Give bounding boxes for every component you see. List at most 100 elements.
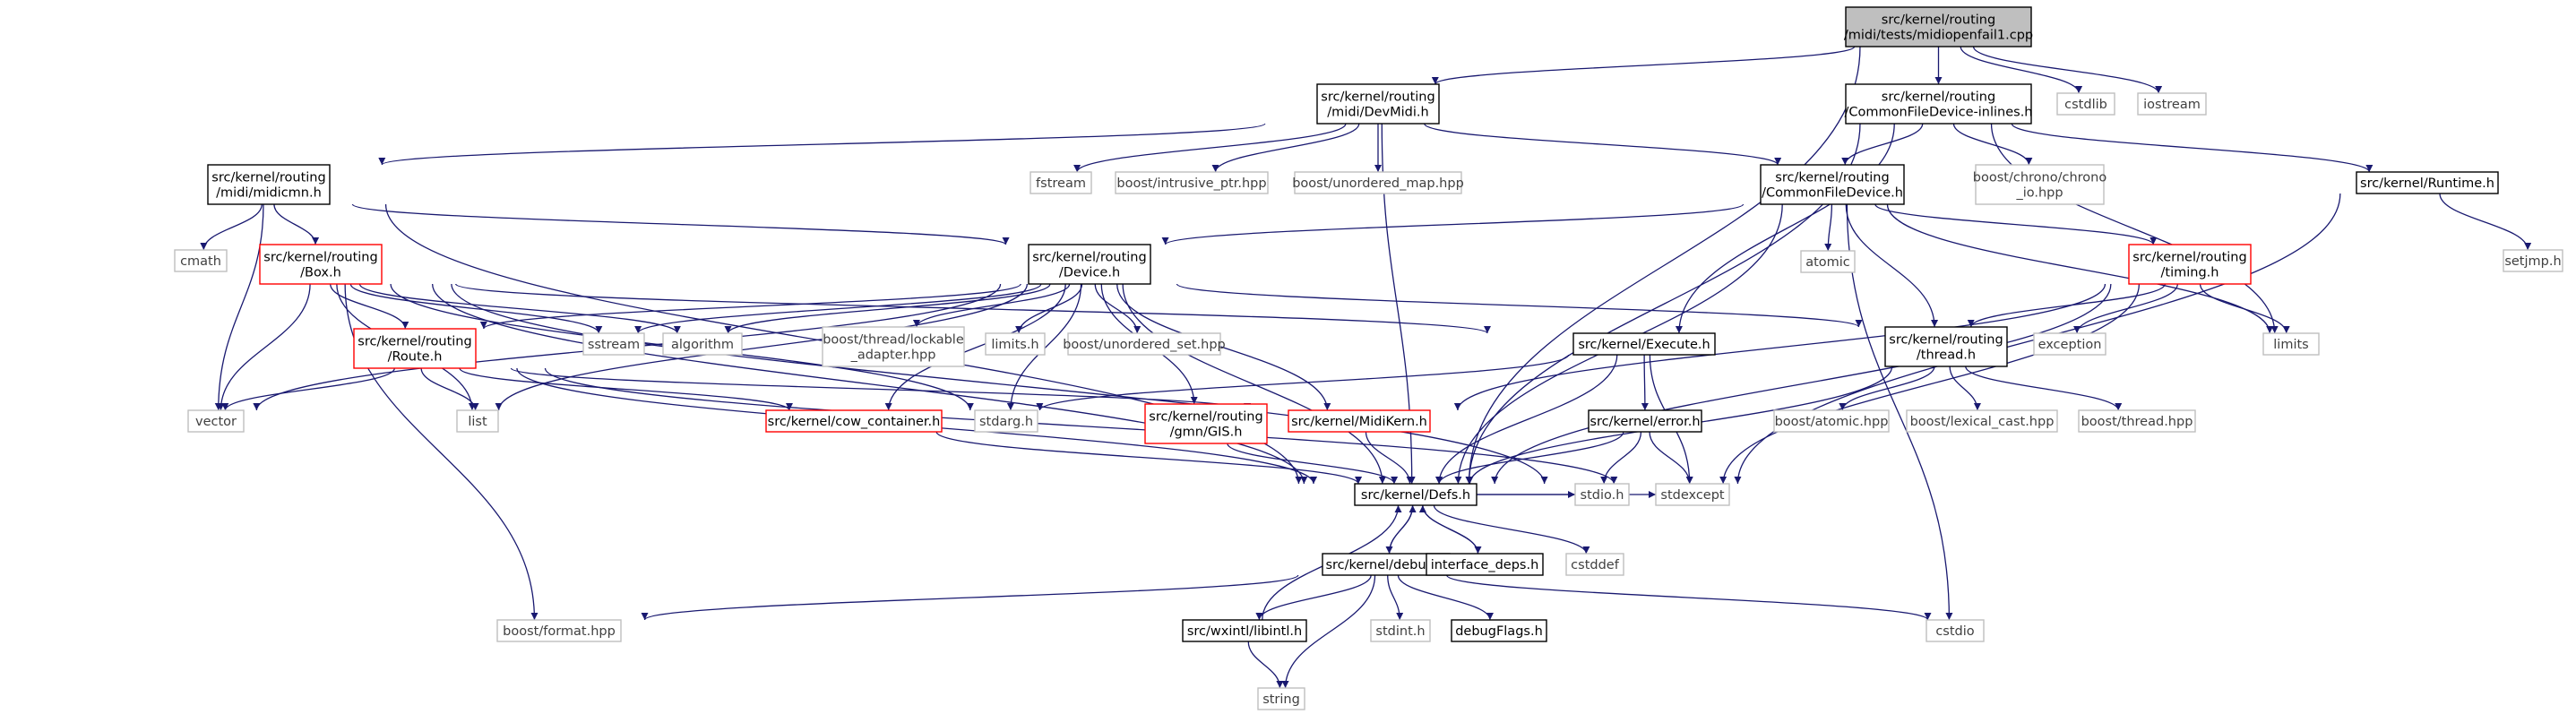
node-box	[2128, 244, 2252, 285]
edge-timing-to-thread	[1967, 283, 2166, 328]
edge-cfd-to-limits	[1886, 203, 2274, 334]
node-label: src/kernel/routing	[263, 251, 377, 265]
node-midikern[interactable]: src/kernel/MidiKern.h	[1288, 409, 1431, 433]
node-stdint[interactable]: stdint.h	[1370, 619, 1431, 642]
node-dbgflags[interactable]: debugFlags.h	[1451, 619, 1547, 642]
node-box	[1288, 409, 1431, 433]
node-batomic[interactable]: boost/atomic.hpp	[1773, 409, 1890, 433]
node-bformat[interactable]: boost/format.hpp	[496, 619, 622, 642]
node-thread[interactable]: src/kernel/routing/thread.h	[1884, 326, 2008, 367]
node-fstream[interactable]: fstream	[1030, 171, 1092, 194]
node-box	[2262, 332, 2320, 356]
node-devmidi[interactable]: src/kernel/routing/midi/DevMidi.h	[1316, 83, 1440, 125]
edge-box-to-stdio	[451, 283, 1548, 485]
node-box	[1906, 409, 2058, 433]
edge-root-to-iostream	[1972, 46, 2163, 94]
node-label: algorithm	[671, 338, 734, 352]
node-cstdlib[interactable]: cstdlib	[2056, 92, 2115, 116]
edge-thread-to-lexcast	[1949, 366, 1981, 411]
node-stdio[interactable]: stdio.h	[1574, 483, 1630, 506]
node-box	[1182, 619, 1307, 642]
node-cstddef[interactable]: cstddef	[1565, 553, 1624, 576]
edge-cfd-to-atomic	[1824, 203, 1833, 252]
node-lockable[interactable]: boost/thread/lockable_adapter.hpp	[822, 326, 965, 367]
edge-device-to-list	[495, 283, 1028, 411]
node-route[interactable]: src/kernel/routing/Route.h	[353, 328, 477, 369]
node-device[interactable]: src/kernel/routing/Device.h	[1028, 244, 1151, 285]
node-error[interactable]: src/kernel/error.h	[1588, 409, 1702, 433]
edge-midikern-to-defs	[1365, 431, 1414, 485]
node-intrusive[interactable]: boost/intrusive_ptr.hpp	[1115, 171, 1269, 194]
node-cow[interactable]: src/kernel/cow_container.h	[765, 409, 943, 433]
node-stdarg[interactable]: stdarg.h	[974, 409, 1038, 433]
node-timing[interactable]: src/kernel/routing/timing.h	[2128, 244, 2252, 285]
node-box	[1588, 409, 1702, 433]
node-box	[2137, 92, 2207, 116]
edge-device-to-sstream	[634, 283, 1042, 334]
node-label: interface_deps.h	[1431, 558, 1539, 572]
node-box	[1370, 619, 1431, 642]
node-cfd_inl[interactable]: src/kernel/routing/CommonFileDevice-inli…	[1844, 83, 2033, 125]
edge-device-to-algorithm	[724, 283, 1051, 334]
node-sstream[interactable]: sstream	[582, 332, 645, 356]
edge-cfd-to-device	[1161, 203, 1745, 245]
edge-error-to-stdexcept	[1649, 431, 1693, 485]
node-bthread[interactable]: boost/thread.hpp	[2078, 409, 2196, 433]
node-limits[interactable]: limits	[2262, 332, 2320, 356]
node-label: /timing.h	[2161, 266, 2219, 280]
node-box	[2056, 92, 2115, 116]
node-limits_h[interactable]: limits.h	[985, 332, 1046, 356]
edge-cfd_inl-to-chrono	[1952, 123, 2033, 166]
node-label: src/kernel/routing	[1775, 171, 1889, 185]
node-midicmn[interactable]: src/kernel/routing/midi/midicmn.h	[207, 164, 331, 205]
node-exception[interactable]: exception	[2033, 332, 2106, 356]
node-root[interactable]: src/kernel/routing/midi/tests/midiopenfa…	[1844, 6, 2033, 47]
node-atomic[interactable]: atomic	[1800, 250, 1856, 273]
node-label: boost/chrono/chrono	[1973, 171, 2107, 185]
node-label: src/kernel/Runtime.h	[2360, 176, 2494, 191]
node-label: limits	[2273, 338, 2308, 352]
node-cmath[interactable]: cmath	[174, 249, 228, 272]
node-unord_set[interactable]: boost/unordered_set.hpp	[1063, 332, 1226, 356]
edge-debug-to-string	[1281, 574, 1376, 689]
node-algorithm[interactable]: algorithm	[662, 332, 743, 356]
node-ifacedeps[interactable]: interface_deps.h	[1426, 553, 1544, 576]
node-label: src/kernel/Defs.h	[1361, 488, 1470, 503]
node-label: cstdio	[1935, 624, 1974, 639]
node-box	[1294, 171, 1462, 194]
node-stdexcept[interactable]: stdexcept	[1655, 483, 1730, 506]
node-list[interactable]: list	[456, 409, 499, 433]
node-label: list	[468, 415, 487, 429]
node-label: boost/unordered_map.hpp	[1292, 176, 1464, 191]
node-box[interactable]: src/kernel/routing/Box.h	[259, 244, 383, 285]
node-box	[187, 409, 245, 433]
node-defs[interactable]: src/kernel/Defs.h	[1354, 483, 1478, 506]
edge-route-to-stdexcept	[544, 367, 1618, 485]
node-execute[interactable]: src/kernel/Execute.h	[1572, 332, 1716, 356]
node-setjmp[interactable]: setjmp.h	[2503, 249, 2563, 272]
node-wxintl[interactable]: src/wxintl/libintl.h	[1182, 619, 1307, 642]
edge-midicmn-to-vector	[214, 203, 264, 411]
node-box	[1845, 83, 2032, 125]
node-vector[interactable]: vector	[187, 409, 245, 433]
node-box	[1115, 171, 1269, 194]
node-unord_map[interactable]: boost/unordered_map.hpp	[1292, 171, 1464, 194]
node-label: src/kernel/error.h	[1590, 415, 1700, 429]
node-label: /midi/midicmn.h	[216, 186, 322, 201]
edge-devmidi-to-intrusive	[1211, 123, 1360, 173]
edge-thread-to-batomic	[1839, 366, 1935, 411]
node-label: stdarg.h	[979, 415, 1033, 429]
node-iostream[interactable]: iostream	[2137, 92, 2207, 116]
node-label: boost/thread.hpp	[2081, 415, 2193, 429]
node-runtime[interactable]: src/kernel/Runtime.h	[2356, 171, 2499, 194]
node-lexcast[interactable]: boost/lexical_cast.hpp	[1906, 409, 2058, 433]
node-box	[2078, 409, 2196, 433]
node-label: exception	[2038, 338, 2102, 352]
node-box	[1426, 553, 1544, 576]
node-gis[interactable]: src/kernel/routing/gmn/GIS.h	[1144, 403, 1268, 444]
node-cfd[interactable]: src/kernel/routing/CommonFileDevice.h	[1760, 164, 1905, 205]
node-cstdio[interactable]: cstdio	[1926, 619, 1985, 642]
node-chrono[interactable]: boost/chrono/chrono_io.hpp	[1973, 164, 2107, 205]
node-label: boost/atomic.hpp	[1775, 415, 1889, 429]
node-string[interactable]: string	[1257, 687, 1305, 710]
